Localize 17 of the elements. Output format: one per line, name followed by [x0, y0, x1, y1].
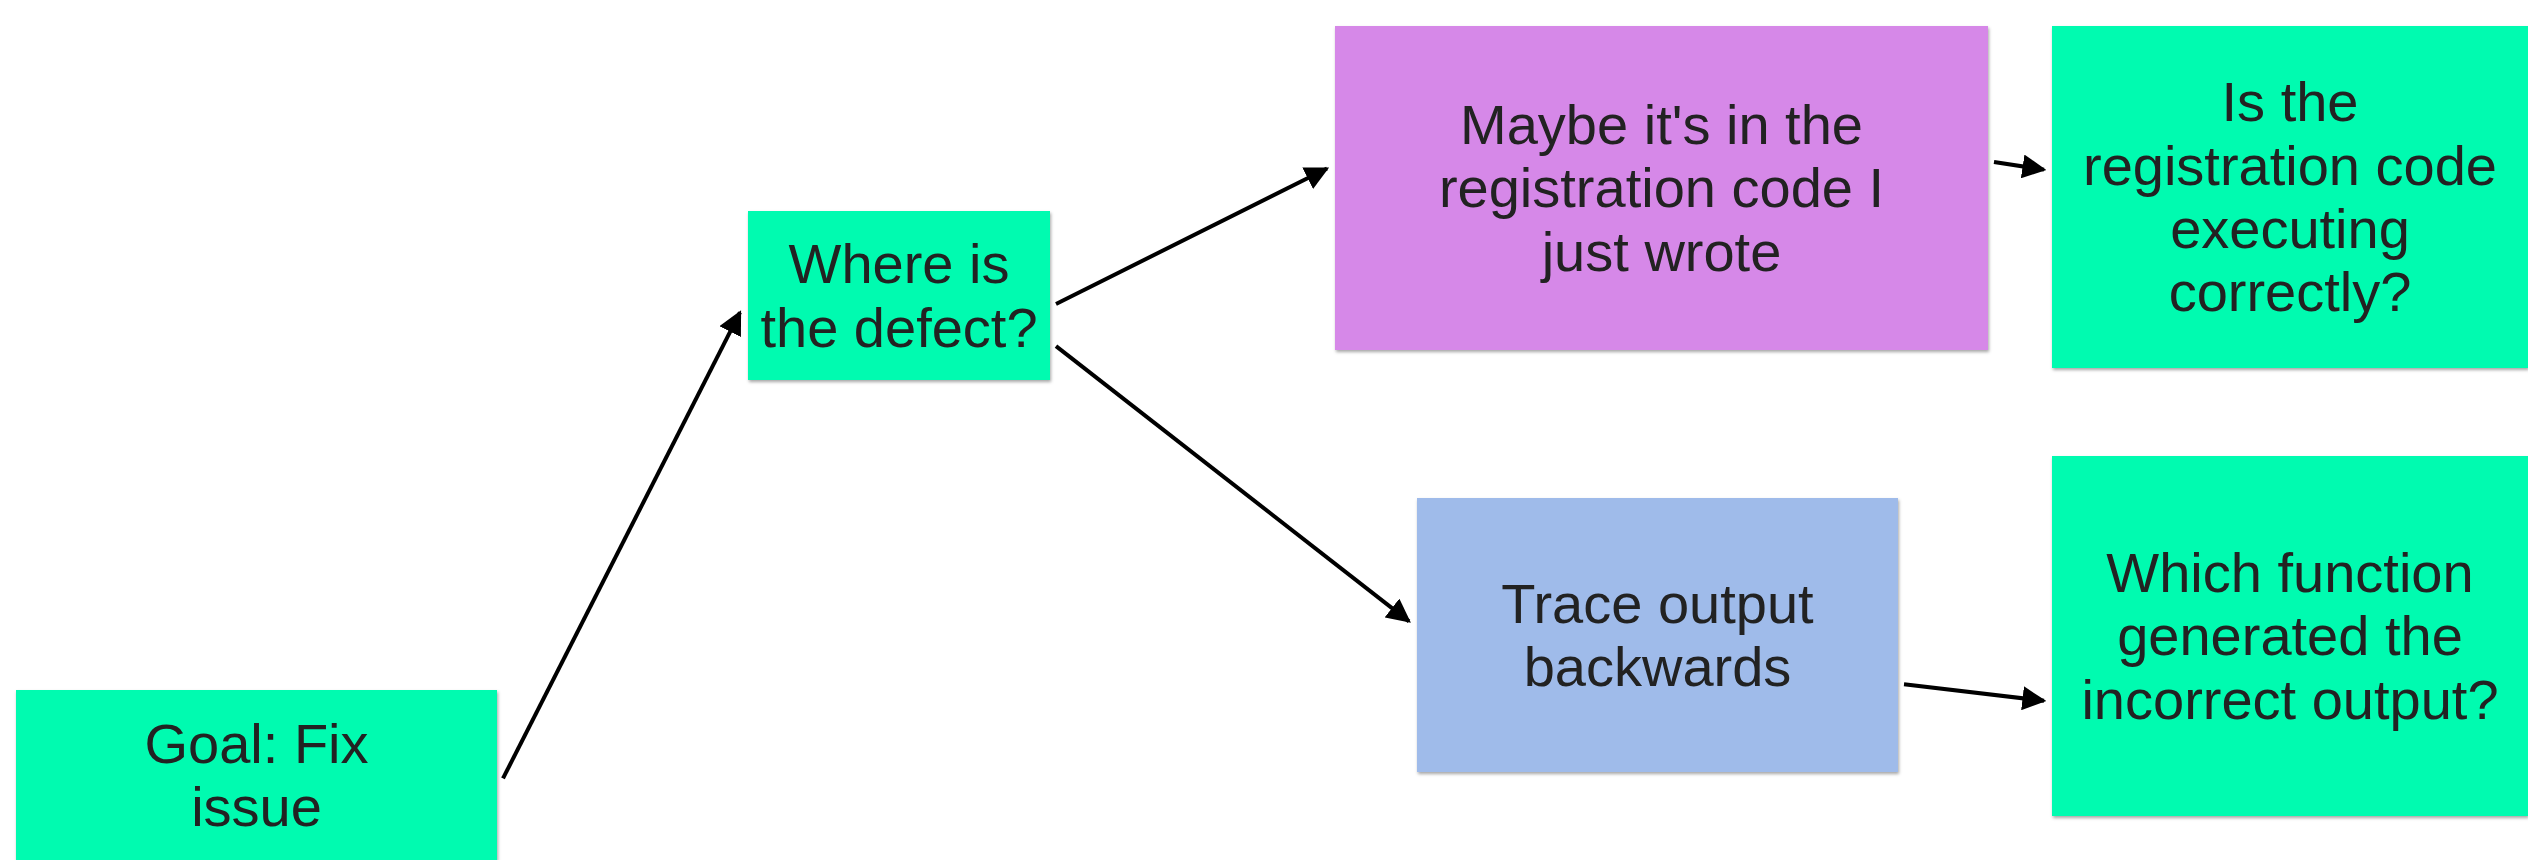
- arrow: [1054, 344, 1411, 623]
- node-text: Which function generated the incorrect output?: [2080, 541, 2500, 731]
- node-text: Goal: Fix issue: [143, 711, 370, 839]
- process-box: [748, 211, 1050, 380]
- arrow: [1055, 166, 1330, 306]
- arrow: [1903, 682, 2047, 711]
- process-box: [2052, 456, 2528, 816]
- node-text: Maybe it's in the registration code I just wrote: [1437, 93, 1886, 283]
- arrow: [1993, 154, 2047, 179]
- node-text: Is the registration code executing correctly?: [2082, 70, 2498, 324]
- process-box: [2052, 26, 2528, 368]
- process-box: [1335, 26, 1988, 350]
- arrow: [501, 310, 742, 780]
- process-box: [16, 690, 497, 860]
- node-text: Where is the defect?: [759, 232, 1039, 359]
- node-text: Trace output backwards: [1500, 571, 1815, 699]
- process-box: [1417, 498, 1898, 772]
